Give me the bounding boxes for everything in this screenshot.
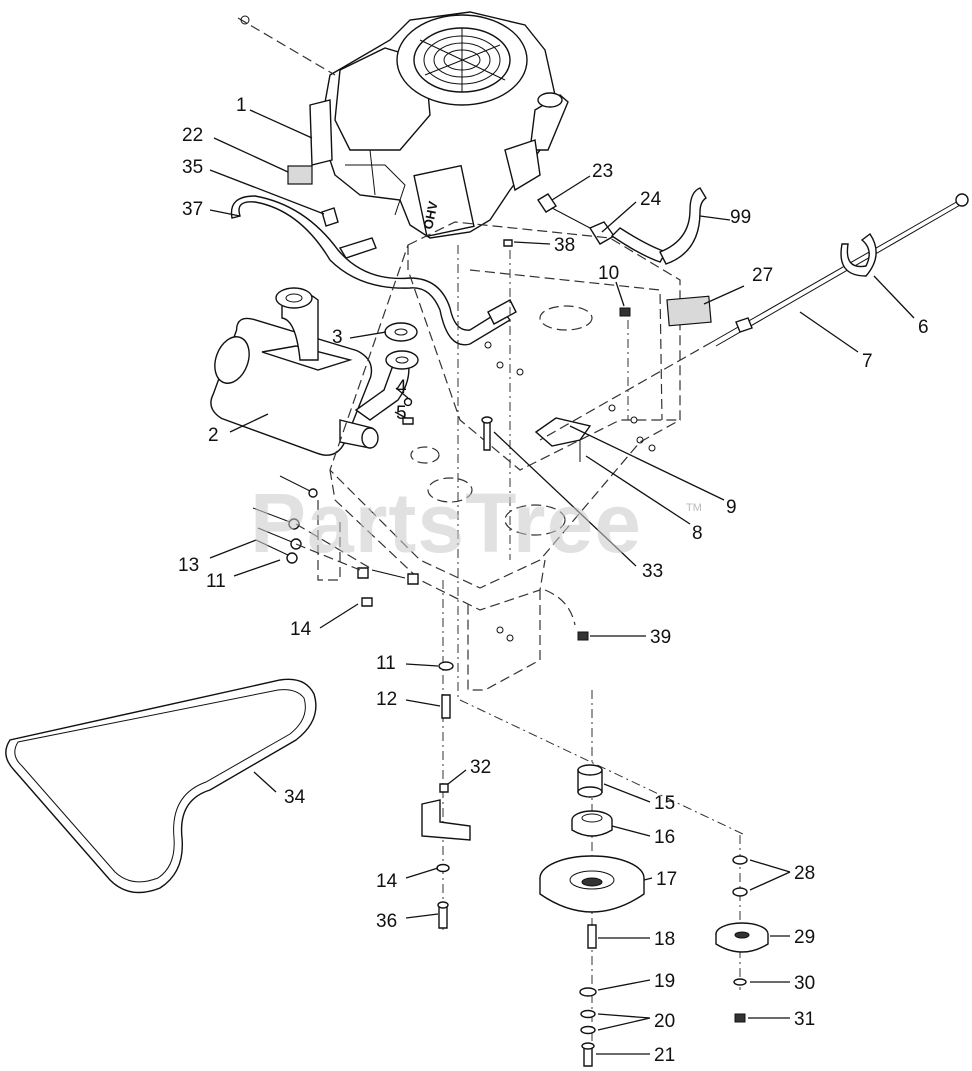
callout-33: 33: [642, 561, 664, 582]
callout-17: 17: [656, 869, 678, 890]
callout-1: 1: [236, 95, 247, 116]
callout-5: 5: [396, 403, 407, 424]
callout-10: 10: [598, 263, 620, 284]
trademark-mark: TM: [686, 502, 702, 514]
exhaust-guard-tube: [230, 195, 517, 346]
idler-bracket: [421, 799, 471, 841]
callout-11: 11: [206, 571, 226, 592]
decal-27: [666, 295, 712, 327]
callout-8: 8: [692, 523, 703, 544]
callout-23: 23: [592, 161, 614, 182]
callout-24: 24: [640, 189, 662, 210]
partstree-watermark: PartsTree: [250, 476, 642, 570]
callout-31: 31: [794, 1009, 816, 1030]
decal-22: [287, 165, 313, 185]
callout-12: 12: [376, 689, 398, 710]
idler-stack: [715, 855, 769, 1023]
callout-11-lower: 11: [376, 653, 396, 674]
callout-39: 39: [650, 627, 672, 648]
callout-4: 4: [396, 377, 407, 398]
callout-16: 16: [654, 827, 676, 848]
cable-clamp-6: [840, 232, 877, 277]
callout-19: 19: [654, 971, 676, 992]
callout-35: 35: [182, 157, 204, 178]
bolt-12: [441, 694, 451, 719]
callout-21: 21: [654, 1045, 676, 1066]
callout-9: 9: [726, 497, 737, 518]
washer-4: [403, 397, 413, 407]
callout-14: 14: [290, 619, 312, 640]
washer-11-lower: [438, 661, 454, 671]
callout-3: 3: [332, 327, 343, 348]
nut-39: [577, 631, 589, 641]
callout-30: 30: [794, 973, 816, 994]
callout-15: 15: [654, 793, 676, 814]
engine: OHV: [237, 11, 569, 239]
engine-frame-plate: [329, 221, 681, 691]
bolt-38: [503, 239, 513, 247]
bolt-33: [483, 419, 491, 451]
nut-32: [439, 783, 449, 793]
gasket-3: [384, 322, 418, 342]
fuel-line: [537, 187, 707, 265]
callout-38: 38: [554, 235, 576, 256]
clip-35: [321, 207, 339, 227]
mounting-bolts-left: [252, 475, 419, 607]
callout-99: 99: [730, 207, 752, 228]
callout-29: 29: [794, 927, 816, 948]
throttle-cable: [539, 193, 969, 441]
callout-34: 34: [284, 787, 306, 808]
nut-5: [402, 417, 414, 425]
washer-14-lower: [436, 863, 450, 873]
drive-belt: [5, 678, 317, 894]
callout-14-lower: 14: [376, 871, 398, 892]
leader-lines: [209, 109, 915, 1055]
nut-10: [619, 307, 631, 317]
callout-22: 22: [182, 125, 204, 146]
callout-32: 32: [470, 757, 492, 778]
callout-2: 2: [208, 425, 219, 446]
callout-27: 27: [752, 265, 774, 286]
exhaust-system: [210, 287, 419, 456]
callout-36: 36: [376, 911, 398, 932]
engine-ohv-label: OHV: [420, 200, 441, 231]
callout-13: 13: [178, 555, 200, 576]
callout-6: 6: [918, 317, 929, 338]
callout-7: 7: [862, 351, 873, 372]
callout-20: 20: [654, 1011, 676, 1032]
callout-28: 28: [794, 863, 816, 884]
callout-18: 18: [654, 929, 676, 950]
callout-37: 37: [182, 199, 204, 220]
pulley-stack: [539, 764, 645, 1067]
